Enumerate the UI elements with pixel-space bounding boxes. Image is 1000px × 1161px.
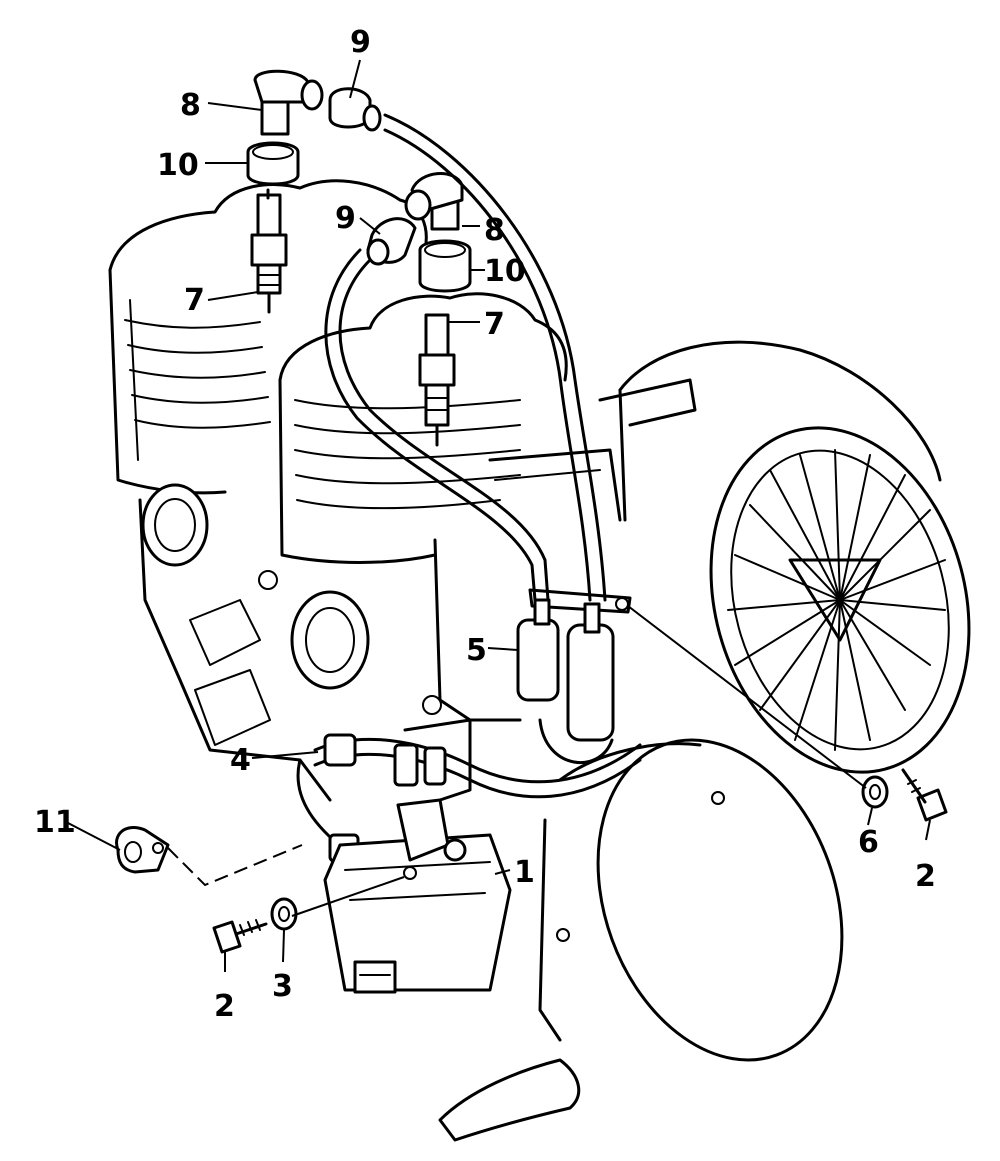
callout-2-right: 2 bbox=[915, 859, 936, 894]
callout-1: 1 bbox=[514, 855, 535, 890]
ht-leads bbox=[324, 113, 607, 602]
callout-10-left: 10 bbox=[157, 148, 199, 183]
spark-plug-rear bbox=[250, 188, 288, 314]
boot-rear bbox=[328, 87, 382, 132]
leader-lines bbox=[67, 59, 931, 972]
callout-7-left: 7 bbox=[184, 283, 205, 318]
callout-labels: 9 8 10 9 8 10 7 7 5 4 11 1 6 2 2 3 bbox=[34, 25, 936, 1024]
fan-blades bbox=[727, 449, 946, 751]
boot-front bbox=[366, 217, 417, 266]
callout-6: 6 bbox=[858, 825, 879, 860]
callout-3: 3 bbox=[272, 969, 293, 1004]
callout-2-left: 2 bbox=[214, 989, 235, 1024]
screw-right bbox=[901, 768, 948, 822]
wiring-harness bbox=[296, 718, 642, 863]
ignition-coil bbox=[516, 588, 632, 765]
callout-7-right: 7 bbox=[484, 307, 505, 342]
callout-9-top: 9 bbox=[350, 25, 371, 60]
seal-rear bbox=[246, 141, 300, 186]
plug-cap-front bbox=[404, 172, 464, 231]
seal-front bbox=[418, 239, 472, 293]
callout-8-left: 8 bbox=[180, 88, 201, 123]
callout-9-mid: 9 bbox=[335, 201, 356, 236]
callout-8-right: 8 bbox=[484, 213, 505, 248]
washer-right bbox=[861, 775, 889, 809]
callout-11: 11 bbox=[34, 805, 76, 840]
spark-plug-front bbox=[418, 313, 456, 447]
clamp-dash-line bbox=[167, 844, 303, 887]
screw-left bbox=[212, 919, 268, 954]
callout-5: 5 bbox=[466, 633, 487, 668]
washer-left bbox=[270, 897, 298, 931]
callout-4: 4 bbox=[230, 743, 251, 778]
plug-cap-rear bbox=[253, 69, 324, 136]
clamp bbox=[115, 826, 170, 874]
engine-assembly bbox=[108, 179, 971, 1142]
callout-10-right: 10 bbox=[484, 254, 526, 289]
cdi-box bbox=[323, 798, 512, 994]
